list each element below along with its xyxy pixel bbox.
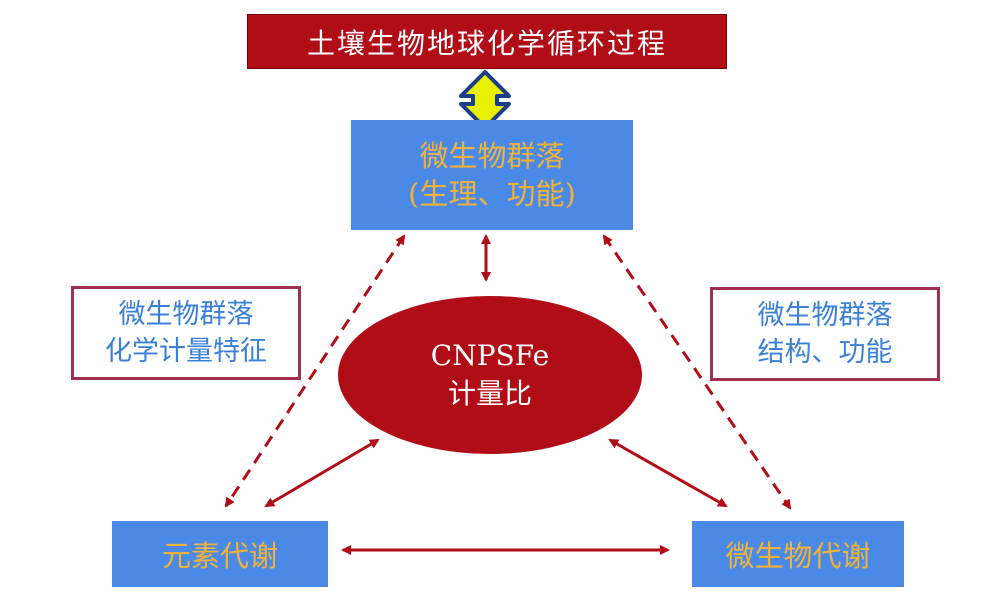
microbial-metabolism-box: 微生物代谢 [692, 521, 904, 587]
dashed-arrow-community-microbial [602, 234, 792, 510]
element-metabolism-box: 元素代谢 [112, 521, 328, 587]
right-label-box: 微生物群落 结构、功能 [710, 287, 940, 381]
left-label-box: 微生物群落 化学计量特征 [71, 286, 301, 380]
arrow-ellipse-element [264, 438, 380, 508]
ellipse-line2: 计量比 [447, 377, 532, 410]
stoichiometry-ellipse: CNPSFe 计量比 [338, 296, 642, 454]
title-text: 土壤生物地球化学循环过程 [306, 26, 667, 60]
left-label-line1: 微生物群落 [118, 299, 254, 330]
community-line2: (生理、功能) [408, 177, 576, 211]
arrow-ellipse-microbial [608, 438, 728, 508]
microbial-community-box: 微生物群落 (生理、功能) [351, 120, 633, 230]
element-metabolism-text: 元素代谢 [161, 539, 278, 573]
dashed-arrow-community-element [224, 234, 406, 508]
ellipse-line1: CNPSFe [430, 339, 550, 372]
microbial-metabolism-text: 微生物代谢 [725, 539, 871, 573]
left-label-line2: 化学计量特征 [105, 336, 267, 367]
community-line1: 微生物群落 [419, 139, 565, 173]
right-label-line2: 结构、功能 [757, 337, 893, 368]
right-label-line1: 微生物群落 [757, 300, 893, 331]
title-box: 土壤生物地球化学循环过程 [247, 14, 727, 69]
